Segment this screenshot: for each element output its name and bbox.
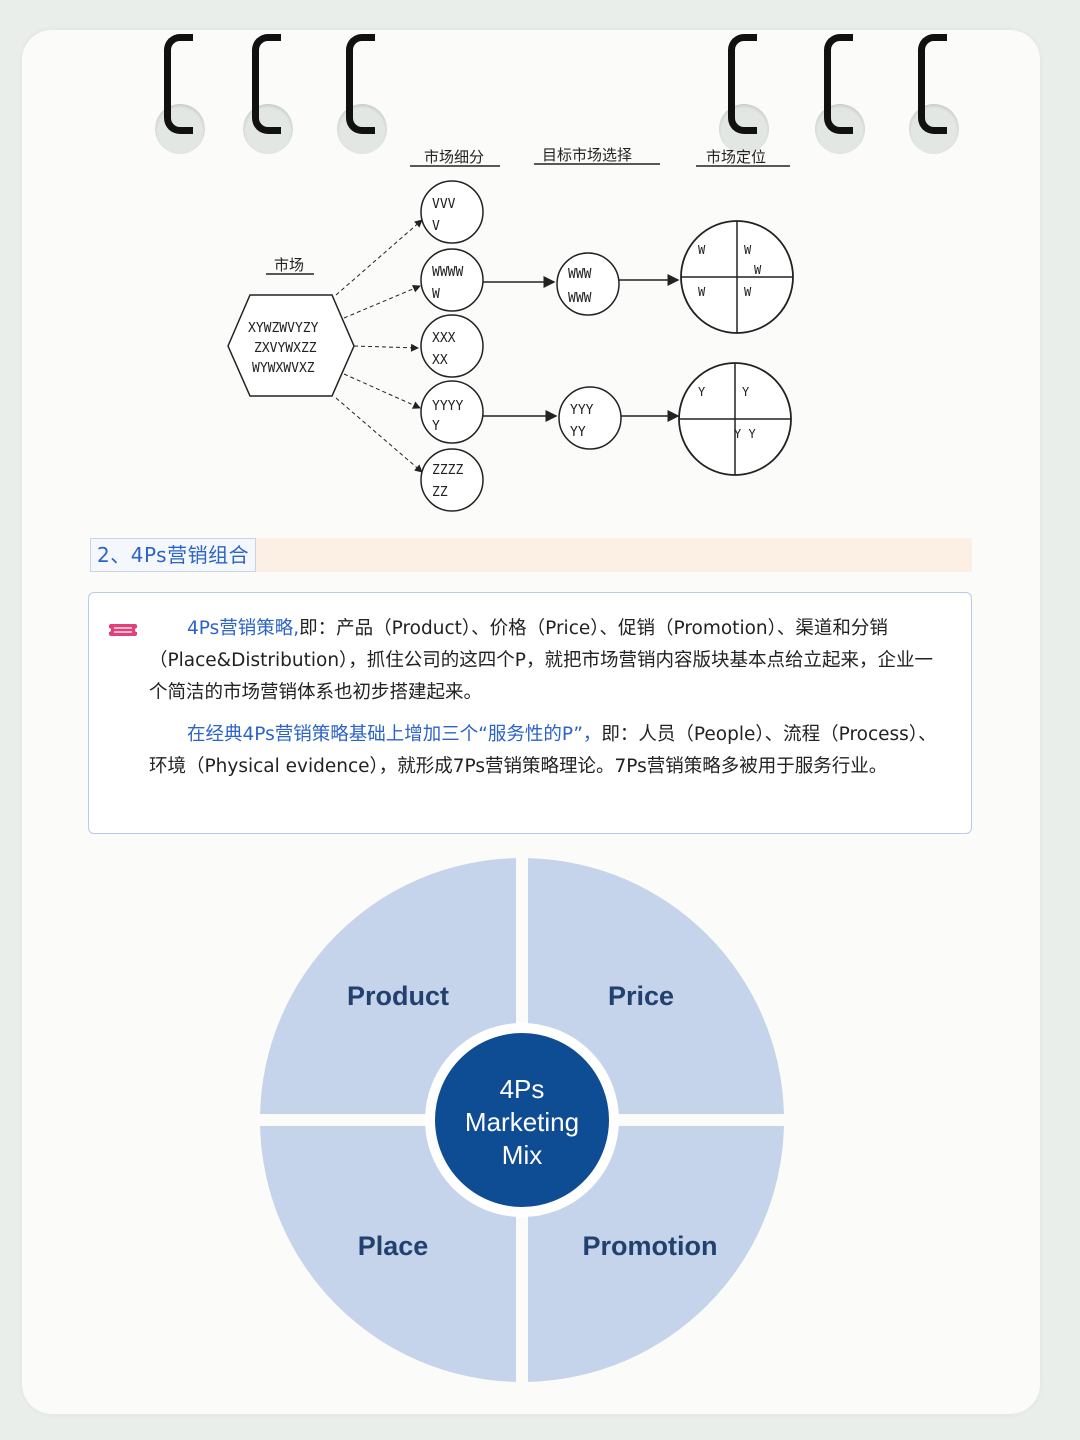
paragraph-7ps: 在经典4Ps营销策略基础上增加三个“服务性的P”，即：人员（People）、流程… (149, 719, 949, 783)
stage-label-targeting: 目标市场选择 (542, 146, 632, 164)
quadrant-promotion (528, 1126, 784, 1382)
target-circle (558, 386, 622, 450)
positioning-mark: Y Y (734, 427, 756, 441)
target-text: WWW (568, 291, 592, 306)
segment-text: WWWW (432, 265, 463, 280)
paragraph-7ps-highlight: 在经典4Ps营销策略基础上增加三个“服务性的P”， (187, 724, 602, 745)
positioning-mark: Y (698, 385, 706, 399)
segment-text: W (432, 287, 440, 302)
quadrant-label-place: Place (358, 1231, 429, 1261)
segment-text: ZZ (432, 485, 448, 500)
segment-text: XXX (432, 331, 456, 346)
segment-arrow (335, 397, 423, 473)
segment-text: VVV (432, 197, 456, 212)
segment-arrow (343, 285, 421, 319)
center-label: 4Ps (500, 1074, 545, 1104)
segment-arrow (343, 373, 421, 409)
segmentation-diagram: 市场细分 目标市场选择 市场定位 市场 XYWZWVYZY ZXVYWXZZ W… (226, 140, 806, 516)
target-text: YY (570, 425, 586, 440)
marketing-mix-diagram: Product Price Place Promotion 4Ps Market… (258, 855, 788, 1387)
segment-circle (420, 180, 484, 244)
paragraph-7ps-text: 即：人员（People）、流程（Process）、环境（Physical evi… (149, 724, 937, 777)
ticket-icon (109, 624, 137, 636)
quadrant-price (528, 858, 784, 1114)
center-label: Marketing (465, 1107, 579, 1137)
spiral-ring-icon (238, 30, 298, 160)
market-line: WYWXWVXZ (252, 361, 315, 376)
quadrant-product (260, 858, 516, 1114)
segment-arrow (335, 219, 423, 296)
stage-label-segmentation: 市场细分 (424, 148, 484, 166)
spiral-ring-icon (810, 30, 870, 160)
positioning-mark: Y (742, 385, 750, 399)
segment-circle (420, 448, 484, 512)
target-text: YYY (570, 403, 594, 418)
paragraph-4ps: 4Ps营销策略,即：产品（Product）、价格（Price）、促销（Promo… (149, 613, 949, 709)
target-circle (556, 252, 620, 316)
target-text: WWW (568, 267, 592, 282)
content-card: 4Ps营销策略,即：产品（Product）、价格（Price）、促销（Promo… (88, 592, 972, 834)
spiral-ring-icon (904, 30, 964, 160)
segment-circle (420, 314, 484, 378)
positioning-mark: W (698, 285, 706, 299)
market-hexagon (227, 294, 355, 397)
paragraph-4ps-text: 即：产品（Product）、价格（Price）、促销（Promotion）、渠道… (149, 618, 933, 703)
segment-text: Y (432, 419, 440, 434)
positioning-mark: W (744, 243, 752, 257)
quadrant-label-product: Product (347, 981, 449, 1011)
stage-label-positioning: 市场定位 (706, 148, 766, 166)
positioning-mark: W (698, 243, 706, 257)
quadrant-label-price: Price (608, 981, 674, 1011)
quadrant-label-promotion: Promotion (583, 1231, 718, 1261)
market-label: 市场 (274, 256, 304, 274)
paragraph-4ps-highlight: 4Ps营销策略, (187, 618, 300, 639)
segment-text: V (432, 219, 440, 234)
segment-text: ZZZZ (432, 463, 463, 478)
marketing-mix-svg: Product Price Place Promotion 4Ps Market… (260, 858, 784, 1382)
market-line: ZXVYWXZZ (254, 341, 317, 356)
section-title: 2、4Ps营销组合 (90, 538, 257, 572)
section-heading-bar: 2、4Ps营销组合 (90, 538, 972, 572)
segmentation-diagram-svg: 市场细分 目标市场选择 市场定位 市场 XYWZWVYZY ZXVYWXZZ W… (227, 146, 794, 512)
center-label: Mix (502, 1140, 542, 1170)
positioning-mark: W (744, 285, 752, 299)
positioning-mark: W (754, 263, 762, 277)
spiral-ring-icon (714, 30, 774, 160)
segment-circle (420, 248, 484, 312)
spiral-ring-icon (332, 30, 392, 160)
segment-circle (420, 380, 484, 444)
segment-text: XX (432, 353, 448, 368)
segment-text: YYYY (432, 399, 463, 414)
market-line: XYWZWVYZY (248, 321, 319, 336)
spiral-ring-icon (150, 30, 210, 160)
center-circle (425, 1023, 619, 1217)
quadrant-place (260, 1126, 516, 1382)
segment-arrow (353, 343, 419, 352)
